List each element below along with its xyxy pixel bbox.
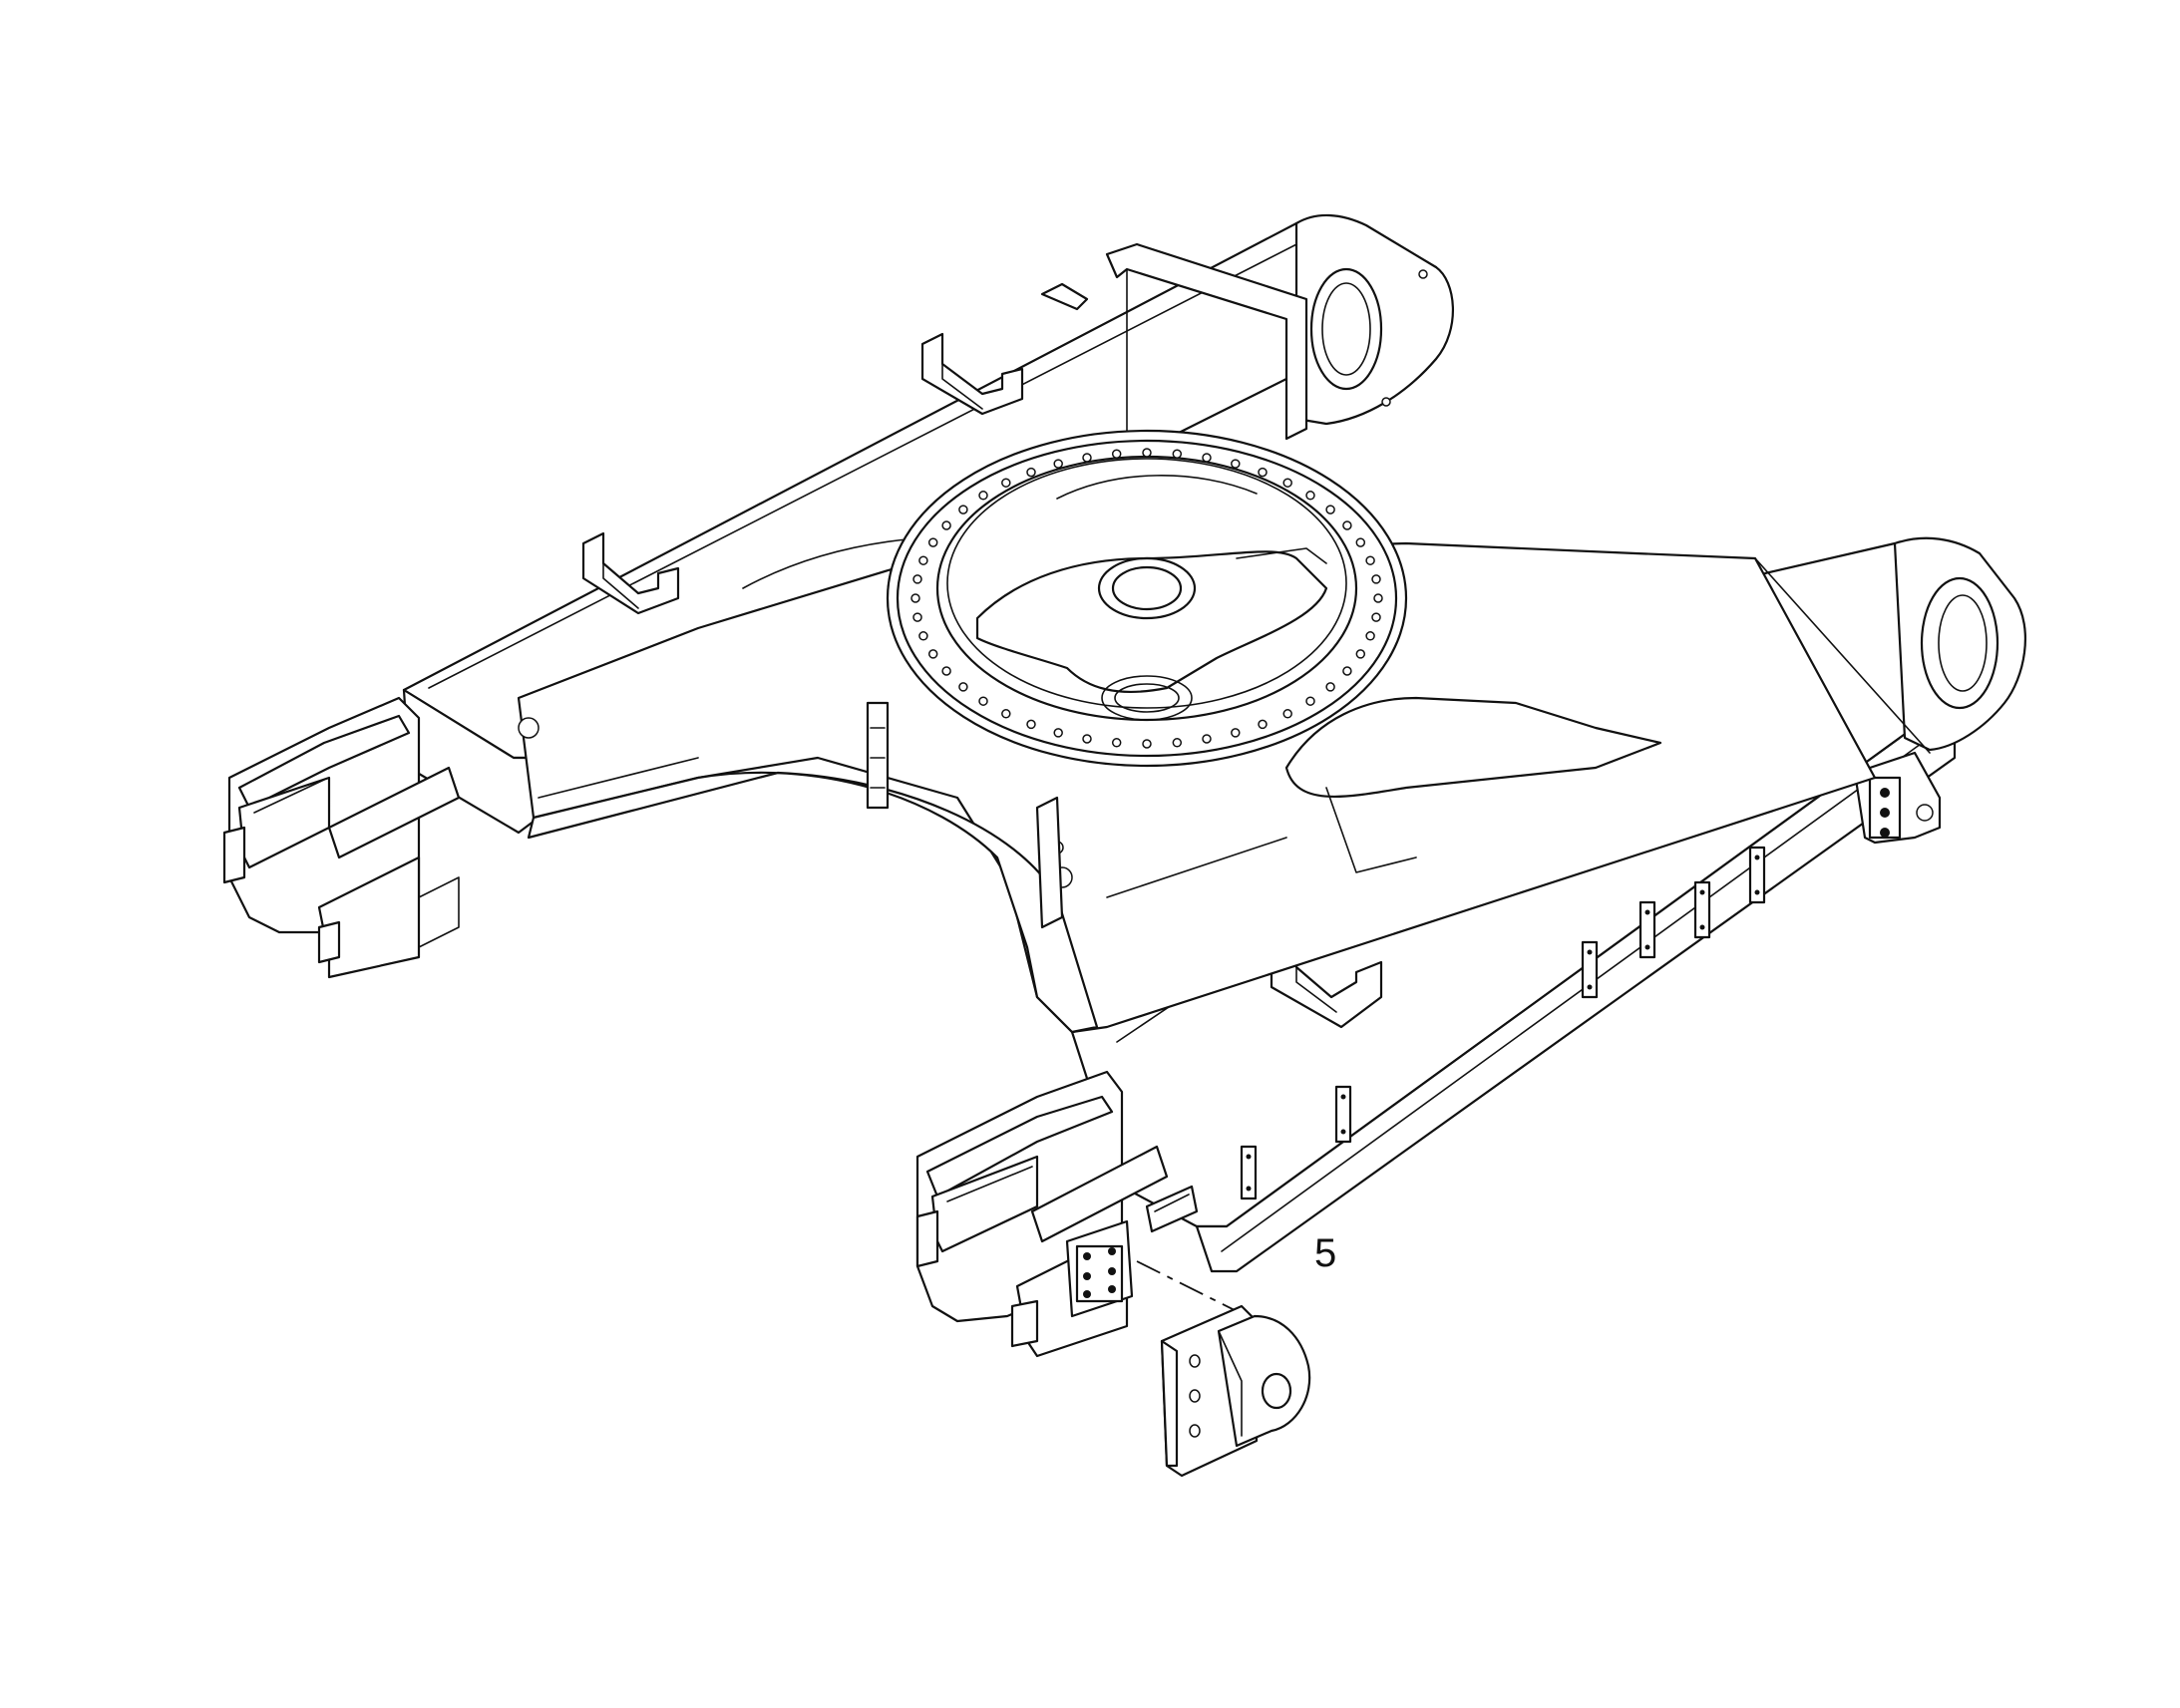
carrier-bracket-2	[920, 332, 1024, 416]
ring-bolt-hole	[1111, 738, 1122, 748]
carrier-bracket-1	[581, 531, 680, 615]
ring-bolt-hole	[1282, 709, 1292, 719]
ring-bolt-hole	[1001, 478, 1011, 488]
ring-bolt-hole	[912, 612, 922, 622]
ring-bolt-hole	[1282, 478, 1292, 488]
ring-bolt-hole	[978, 696, 988, 706]
ring-bolt-hole	[941, 666, 951, 676]
ring-bolt-hole	[941, 520, 951, 530]
center-body	[517, 541, 1877, 1034]
ring-bolt-hole	[1365, 631, 1375, 641]
ring-bolt-hole	[958, 505, 968, 514]
ring-bolt-hole	[1053, 459, 1063, 469]
ring-bolt-hole	[912, 574, 922, 584]
ring-bolt-hole	[1355, 649, 1366, 659]
ring-bolt-hole	[1231, 728, 1241, 738]
ring-bolt-hole	[958, 682, 968, 692]
ring-bolt-hole	[1342, 520, 1352, 530]
ring-bolt-hole	[1142, 739, 1152, 749]
ring-bolt-hole	[1325, 682, 1335, 692]
ring-bolt-holes	[910, 448, 1383, 749]
callout-5-label: 5	[1314, 1231, 1336, 1275]
ring-bolt-hole	[1026, 467, 1036, 478]
ring-bolt-hole	[918, 555, 928, 565]
ring-bolt-hole	[1082, 734, 1092, 744]
ring-bolt-hole	[1202, 734, 1212, 744]
ring-bolt-hole	[1172, 738, 1183, 748]
side-pads	[1240, 846, 1766, 1200]
ring-bolt-hole	[1258, 719, 1268, 730]
ring-bolt-hole	[1231, 459, 1241, 469]
ring-bolt-hole	[1373, 593, 1383, 603]
ring-bolt-hole	[1026, 719, 1036, 730]
ring-bolt-hole	[1172, 449, 1183, 459]
ring-bolt-hole	[1371, 612, 1381, 622]
ring-bolt-hole	[1305, 696, 1315, 706]
ring-bolt-hole	[1111, 449, 1122, 459]
ring-bolt-hole	[1325, 505, 1335, 514]
ring-bolt-hole	[1365, 555, 1375, 565]
ring-bolt-hole	[1142, 448, 1152, 458]
part-5-clevis-lug: 5	[1136, 1231, 1336, 1478]
ring-bolt-hole	[1001, 709, 1011, 719]
ring-bolt-hole	[910, 593, 920, 603]
ring-bolt-hole	[1342, 666, 1352, 676]
ring-bolt-hole	[1258, 467, 1268, 478]
ring-bolt-hole	[1053, 728, 1063, 738]
ring-bolt-hole	[918, 631, 928, 641]
ring-bolt-hole	[927, 649, 938, 659]
slewing-ring	[886, 429, 1408, 768]
ring-bolt-hole	[1305, 491, 1315, 501]
ring-bolt-hole	[1355, 537, 1366, 547]
ring-bolt-hole	[1082, 453, 1092, 463]
rear-track-frame	[222, 213, 1455, 979]
ring-bolt-hole	[978, 491, 988, 501]
ring-bolt-hole	[1202, 453, 1212, 463]
ring-bolt-hole	[927, 537, 938, 547]
carrier-bracket-3	[1040, 282, 1089, 311]
ring-bolt-hole	[1371, 574, 1381, 584]
assembly-leader-line	[1136, 1260, 1248, 1317]
